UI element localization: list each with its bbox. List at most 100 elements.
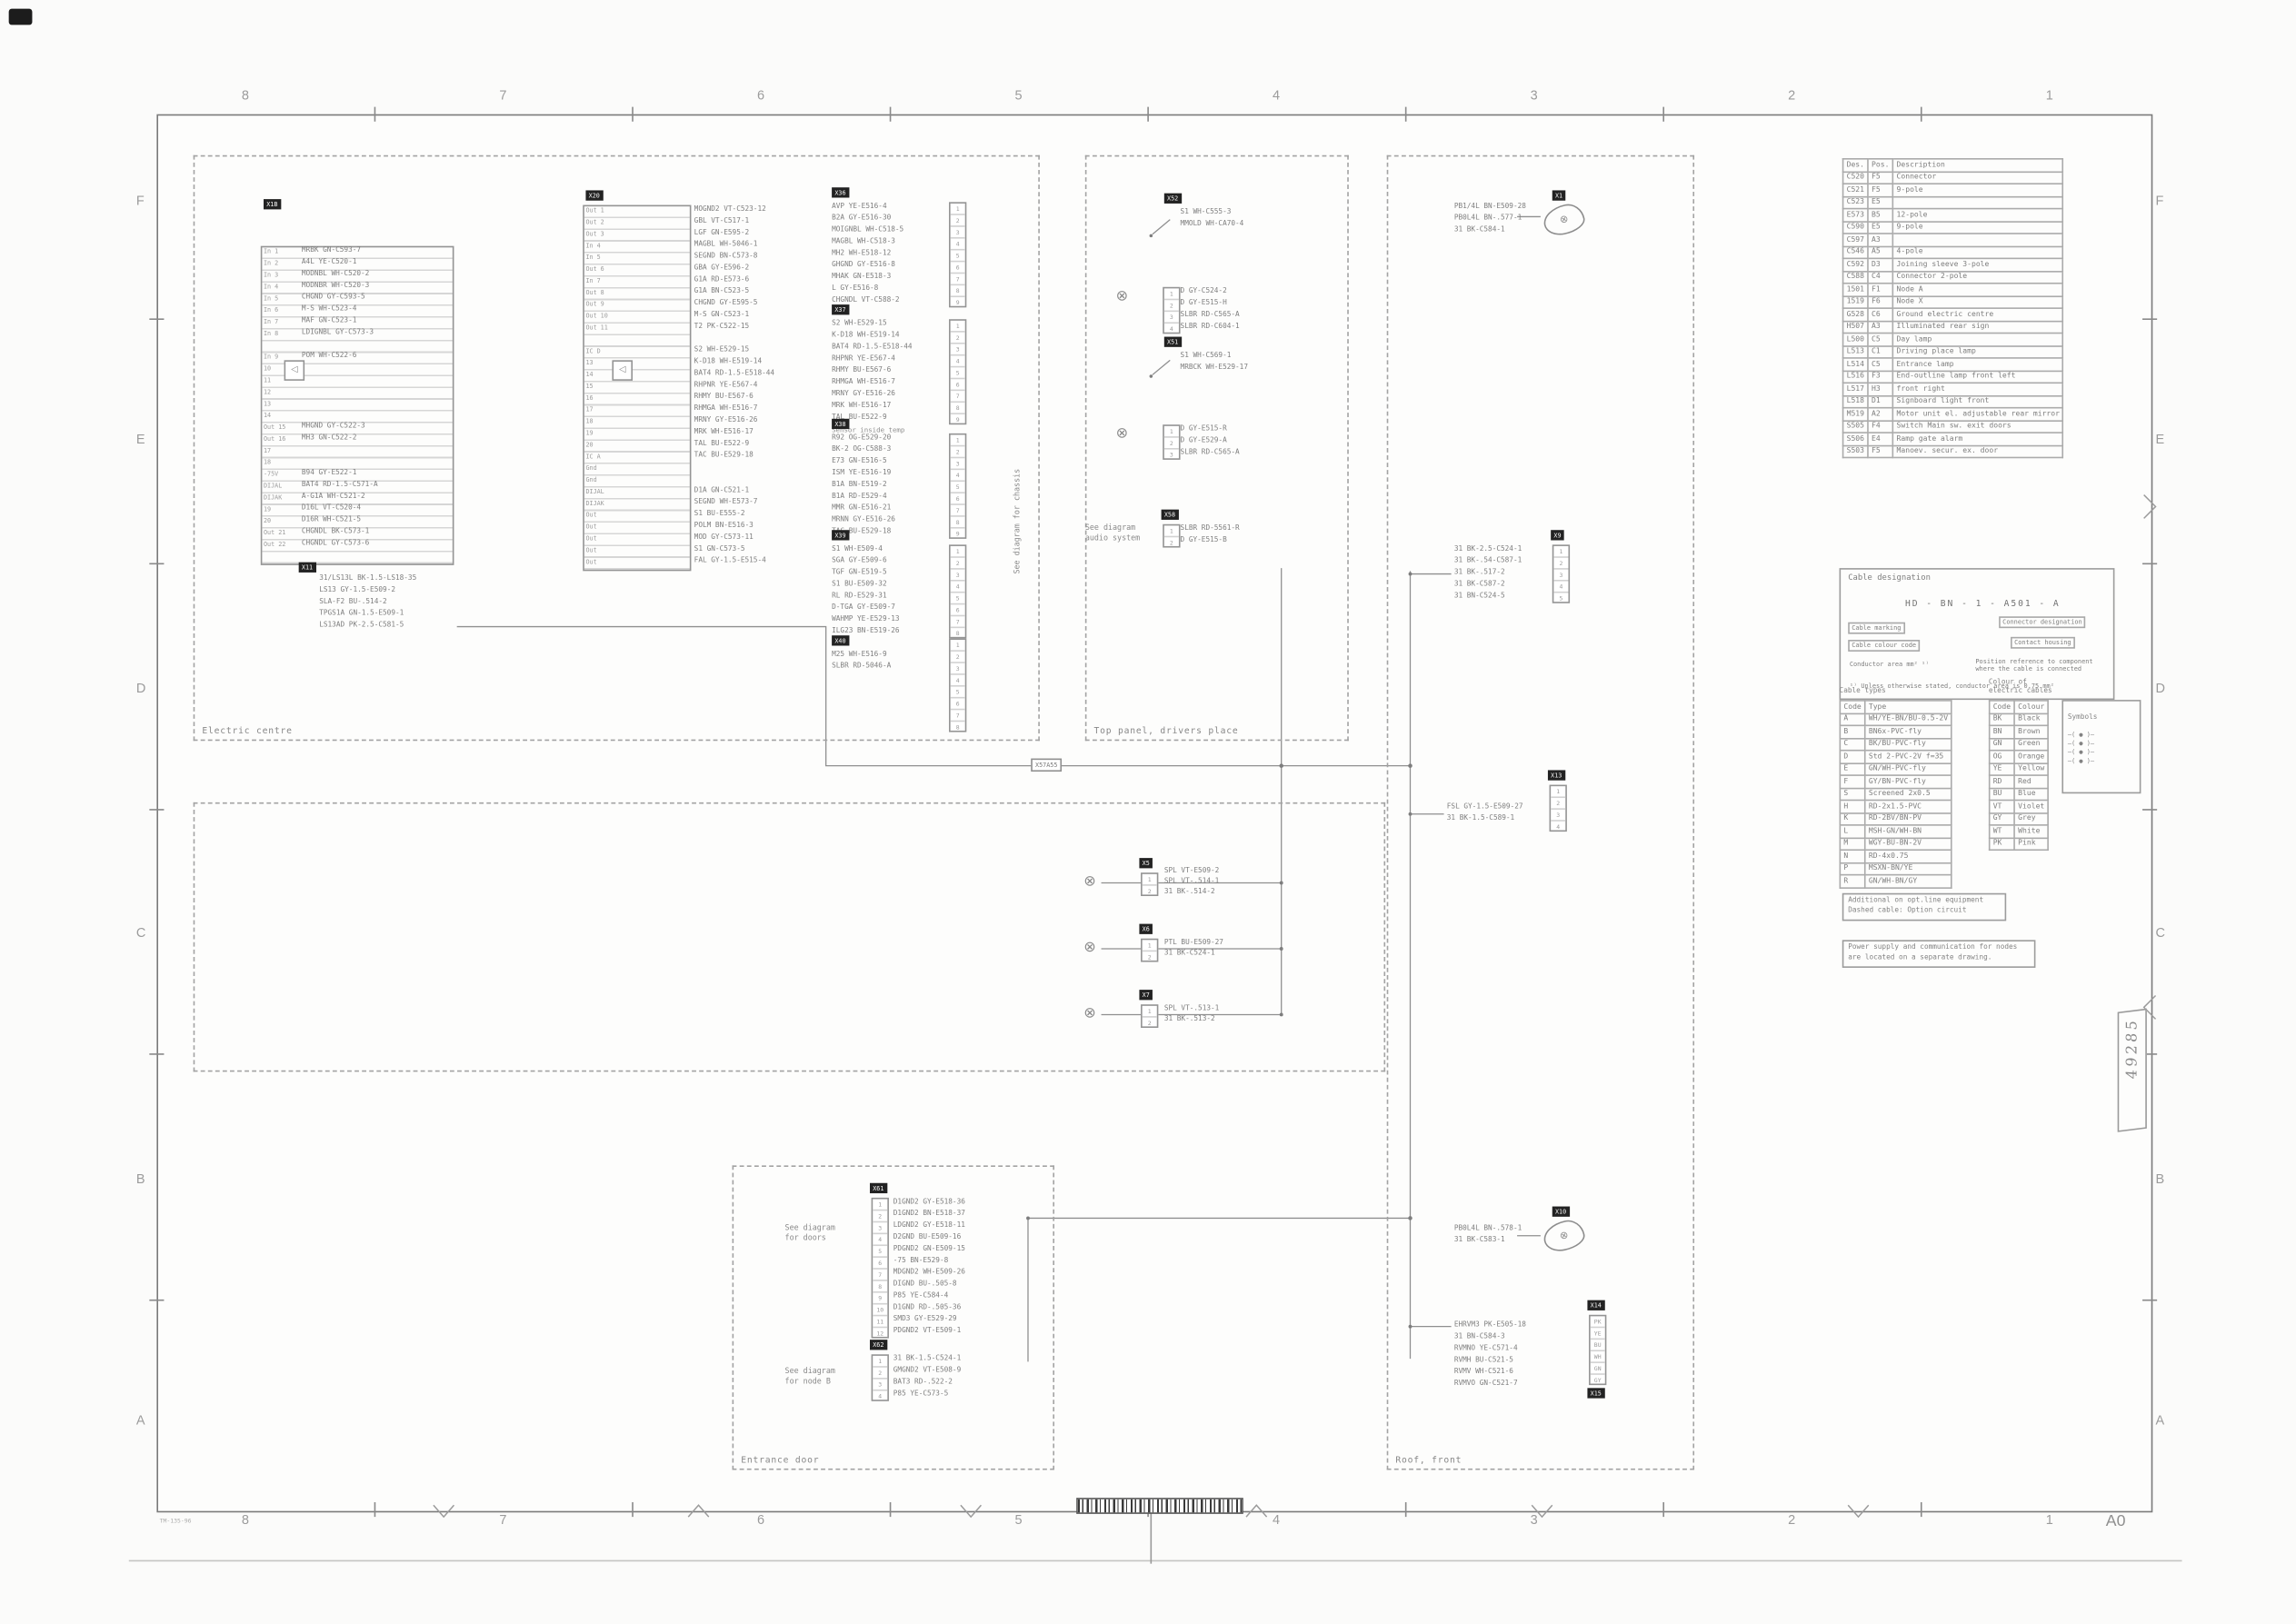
grid-column-label: 4 [1273,87,1281,103]
table-cell: F5 [1867,170,1894,184]
wire-label: AVP YE-E516-4 [832,203,887,211]
table-cell: Manoev. secur. ex. door [1892,444,2064,459]
wire-label: PB0L4L BN-.577-1 [1453,214,1522,223]
table-cell: F6 [1867,294,1894,309]
pin-label: 15 [585,382,594,390]
pin-label: In 7 [585,276,601,284]
wire-label: MHGND GY-C522-3 [301,423,365,431]
cable-designation-box: Cable designation HD - BN - 1 - A501 - A… [1839,568,2115,701]
pin-number: 1 [950,204,965,215]
pin-number: PK [1590,1316,1605,1329]
pin-number: 1 [1163,288,1179,301]
table-cell: F3 [1867,369,1894,384]
wire-label: B1A RD-E529-4 [832,493,887,501]
wire-label: 31 BK-1.5-C524-1 [893,1355,962,1363]
connector-tag: X15 [1587,1388,1605,1399]
cable-designation-example: HD - BN - 1 - A501 - A [1905,598,2061,610]
wire-label: SPL VT-.514-1 [1163,878,1220,886]
pin-label: Out 6 [585,264,604,273]
table-cell: L [1839,824,1866,839]
column-header: Pos. [1867,158,1894,173]
table-cell: M519 [1842,406,1869,422]
pin-number: 7 [950,391,965,404]
wire-label: D-TGA GY-E509-7 [832,604,895,613]
table-cell: D1 [1867,394,1894,409]
table-cell: A [1839,712,1866,727]
sheet-format-label: A0 [2105,1512,2126,1530]
wire-label: PB1/4L BN-E509-28 [1453,203,1526,211]
wire-label: MRNN GY-E516-26 [832,516,895,524]
symbol-legend-box: Symbols —( ● )— —( ● )— —( ● )— —( ● )— [2061,700,2141,794]
region-mid-area [193,802,1386,1072]
pin-number: 5 [950,482,965,493]
wire-label: MODNBR WH-C520-3 [301,282,370,290]
wire-label: P85 YE-C584-4 [893,1292,949,1300]
pin-number: 8 [950,517,965,529]
table-cell: C [1839,737,1866,752]
pin-number: 9 [955,298,960,306]
table-cell: H [1839,799,1866,813]
wire-label: D16L VT-C520-4 [301,504,362,513]
table-cell: L500 [1842,332,1869,346]
pin-number: 2 [950,652,965,663]
wire-label: 31 BK-.513-2 [1163,1016,1215,1024]
table-cell: C546 [1842,244,1869,260]
pin-label: 20 [585,440,594,448]
table-cell: H3 [1867,382,1894,396]
grid-column-label: 3 [1530,87,1538,103]
wire-label: SLA-F2 BU-.514-2 [319,598,387,606]
grid-column-label: 6 [756,87,765,103]
table-cell: C521 [1842,183,1869,197]
table-cell: D [1839,749,1866,764]
table-cell: L518 [1842,394,1869,409]
connector-tag: X11 [298,562,316,573]
wire-label: CHGND GY-C593-5 [301,294,365,302]
wire-label: RHMY BU-E567-6 [832,367,892,375]
wire-label: 31 BK-.54-C587-1 [1453,557,1522,565]
pin-number: 3 [873,1222,888,1235]
pin-number: 2 [1147,1019,1152,1027]
pin-label: In 4 [263,282,279,290]
table-cell: F4 [1867,419,1894,433]
region-label: Roof, front [1395,1455,1462,1466]
pin-number: 4 [950,470,965,483]
pin-number: 2 [1147,887,1152,895]
pin-number: 1 [873,1356,888,1368]
table-cell: BK/BU-PVC-fly [1864,737,1952,752]
pin-number: 8 [950,403,965,414]
table-cell: White [2013,824,2050,839]
wire-label: D1GND RD-.505-36 [893,1304,962,1312]
table-cell: GY [1988,812,2015,826]
wire-label: D GY-E529-A [1180,437,1227,445]
grid-row-label: C [135,925,146,941]
table-cell: Ramp gate alarm [1892,432,2064,446]
table-cell: C523 [1842,195,1869,210]
table-cell: Blue [2013,787,2050,802]
table-cell: 12-pole [1892,207,2064,223]
wire-label: CHGNDL VT-C588-2 [832,297,900,305]
region-roof-front: Roof, front [1386,154,1695,1470]
measuring-scale-strip [1076,1498,1243,1514]
pin-label: IC D [585,346,601,354]
pin-label: DIJAK [585,499,604,507]
label-conductor-area: Conductor area mm² ¹⁾ [1849,662,1930,670]
